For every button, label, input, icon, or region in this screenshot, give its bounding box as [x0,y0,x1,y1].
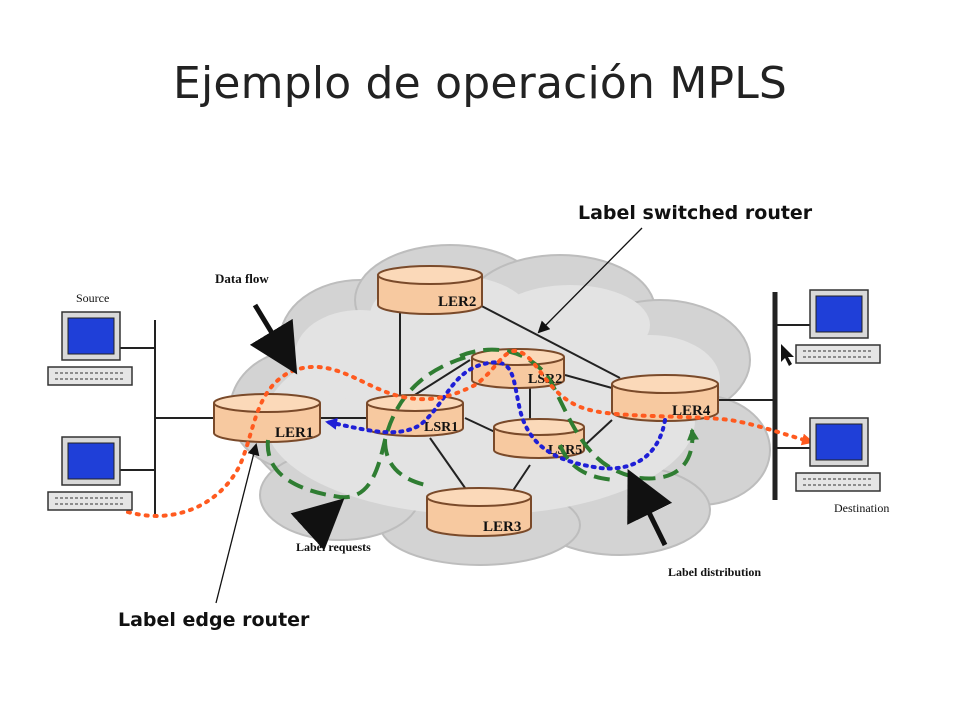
destination-computer-2 [795,417,881,492]
router-ler1-label: LER1 [275,425,313,441]
source-label: Source [76,291,109,305]
router-ler4: LER4 [611,374,719,422]
label-requests-label: Label requests [296,540,371,554]
router-ler1: LER1 [213,393,321,443]
label-request-path [265,347,699,500]
router-lsr1-label: LSR1 [424,420,458,435]
cursor-icon [781,344,794,366]
source-computer-1 [47,311,133,386]
network-links [120,292,810,515]
label-distribution-label: Label distribution [668,565,761,579]
label-edge-router-callout: Label edge router [118,609,310,631]
router-ler3: LER3 [426,487,532,537]
data-flow-label: Data flow [215,271,269,286]
destination-computer-1 [795,289,881,364]
source-computer-2 [47,436,133,511]
label-switched-router-callout: Label switched router [578,202,813,224]
data-flow-path [126,348,814,518]
slide-title: Ejemplo de operación MPLS [172,58,788,109]
label-distribution-path [325,360,667,471]
router-ler3-label: LER3 [483,519,521,535]
router-ler2-label: LER2 [438,294,476,310]
annotation-arrows [215,227,673,604]
destination-label: Destination [834,501,889,515]
router-lsr1: LSR1 [366,394,464,437]
router-ler2: LER2 [377,265,483,315]
